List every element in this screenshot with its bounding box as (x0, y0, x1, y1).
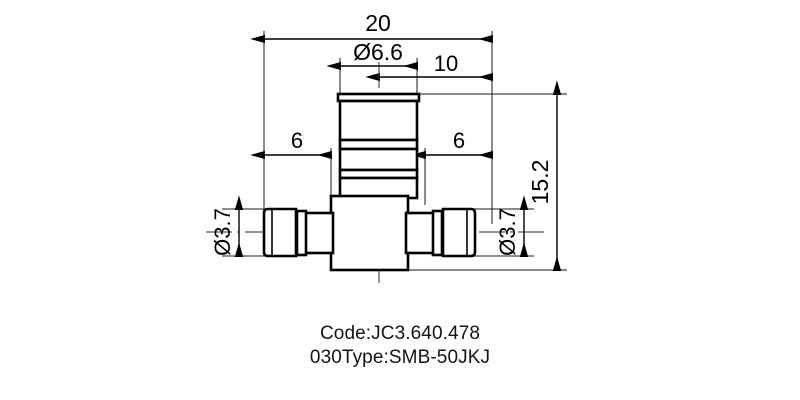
right-port-collar (431, 209, 444, 257)
left-port-details (271, 209, 307, 256)
right-port-details (432, 209, 468, 256)
stem-mid-barrel (338, 147, 419, 172)
caption-block: Code:JC3.640.478 030Type:SMB-50JKJ (0, 322, 800, 371)
right-port (404, 207, 477, 258)
left-port-neck (303, 211, 335, 255)
left-port-barrel (262, 207, 298, 258)
vertical-stem (336, 92, 421, 200)
right-port-neck (404, 211, 436, 255)
dimension-label-left-port-diameter: Ø3.7 (210, 208, 235, 256)
left-port-collar (295, 209, 308, 257)
stem-upper-barrel (338, 99, 419, 142)
dimension-label-overall-height: 15.2 (527, 160, 553, 205)
caption-type-line: 030Type:SMB-50JKJ (309, 347, 491, 369)
dimension-label-center-to-right: 10 (434, 51, 458, 76)
dimension-label-right-port-length: 6 (453, 128, 465, 153)
center-body (329, 194, 410, 272)
center-body-block (329, 194, 410, 272)
left-port (262, 207, 335, 258)
dimension-label-left-port-length: 6 (291, 128, 303, 153)
caption-code-line: Code:JC3.640.478 (319, 323, 481, 344)
dimension-label-right-port-diameter: Ø3.7 (495, 208, 520, 256)
dimension-label-overall-width: 20 (365, 10, 391, 36)
right-port-barrel (441, 207, 477, 258)
stem-band-1 (338, 138, 419, 151)
dimension-label-stem-diameter: Ø6.6 (353, 39, 403, 65)
dimension-labels: 20 Ø6.6 10 6 6 15.2 Ø3.7 Ø3.7 (210, 10, 553, 256)
